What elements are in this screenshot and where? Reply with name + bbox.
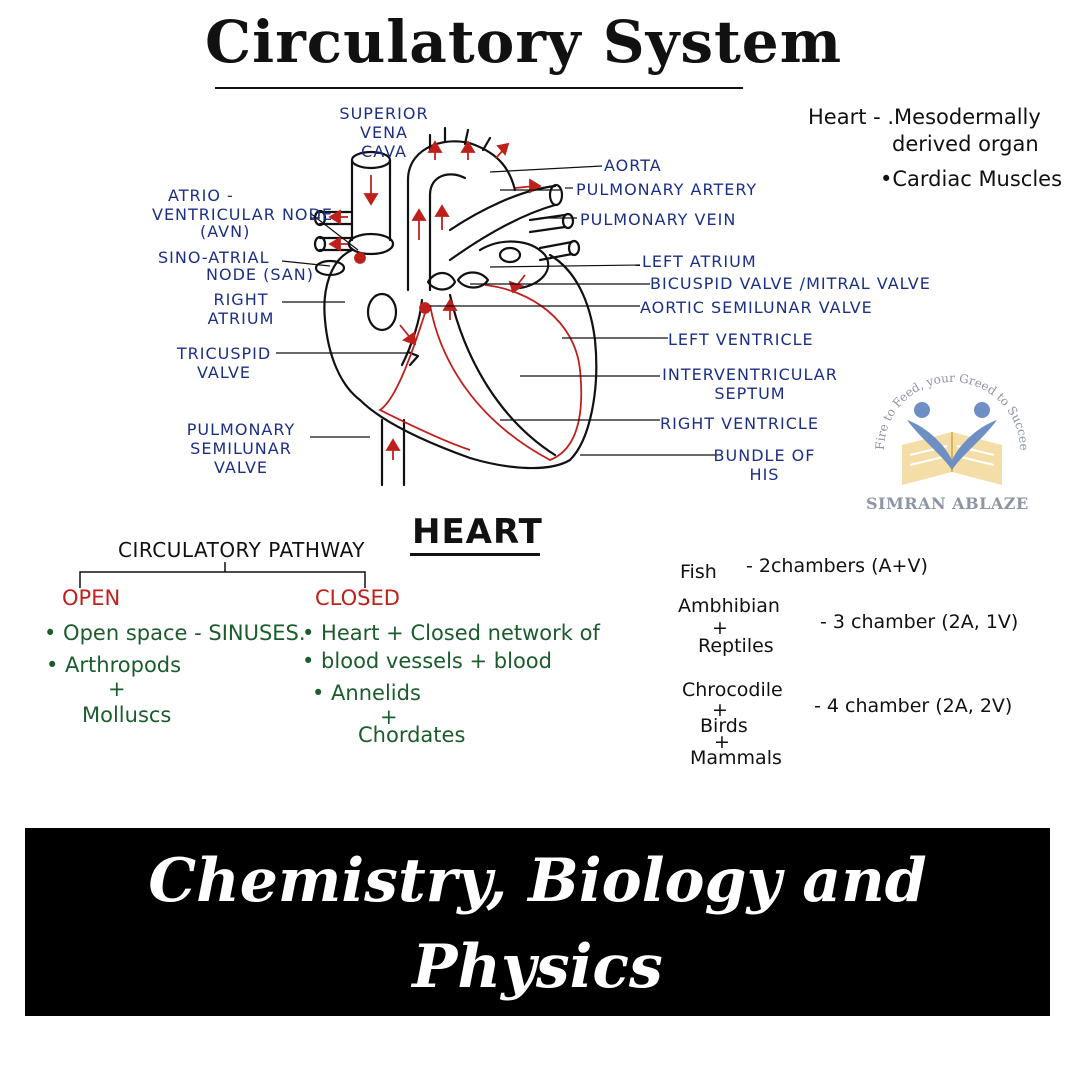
label-avn-1: ATRIO - (168, 186, 234, 205)
chamber-crocodile-value: - 4 chamber (2A, 2V) (814, 695, 1013, 717)
label-right-ventricle: RIGHT VENTRICLE (660, 414, 819, 433)
title-underline (215, 87, 743, 89)
banner-line-2: Physics (412, 932, 663, 1002)
label-aorta: AORTA (604, 156, 662, 175)
bundle-of-his-lines (378, 284, 583, 461)
heart-caption: HEART (412, 512, 543, 552)
label-superior-vena-cava: SUPERIOR VENA CAVA (339, 104, 429, 161)
note-cardiac-muscles: •Cardiac Muscles (880, 167, 1063, 191)
label-avn-2: VENTRICULAR NODE (152, 205, 333, 224)
pathway-branches (79, 562, 366, 588)
chamber-plus-3: + (714, 731, 730, 753)
open-item-sinuses: • Open space - SINUSES. (44, 621, 306, 645)
heart-diagram (310, 126, 598, 487)
label-pulmonary-semilunar-valve: PULMONARY SEMILUNAR VALVE (186, 420, 296, 477)
pathway-closed-label: CLOSED (315, 586, 400, 610)
note-mesodermal: Heart - .Mesodermally (808, 105, 1041, 129)
leader-lines (310, 189, 560, 219)
chamber-amphibian: Ambhibian (678, 595, 780, 617)
chamber-mammals: Mammals (690, 747, 782, 769)
label-bicuspid-valve: BICUSPID VALVE /MITRAL VALVE (650, 274, 931, 293)
logo-book-icon (902, 432, 1002, 485)
label-left-atrium: LEFT ATRIUM (642, 252, 757, 271)
chamber-birds: Birds (700, 715, 748, 737)
chamber-plus-2: + (712, 699, 728, 721)
closed-item-plus: + (380, 705, 398, 729)
open-item-arthropods: • Arthropods (46, 653, 182, 677)
simran-ablaze-logo: Fire to Feed, your Greed to Succeed (862, 350, 1031, 485)
label-left-ventricle: LEFT VENTRICLE (668, 330, 814, 349)
note-derived-organ: derived organ (892, 132, 1039, 156)
heart-caption-underline (410, 553, 540, 556)
label-pulmonary-artery: PULMONARY ARTERY (576, 180, 758, 199)
chamber-plus-1: + (712, 617, 728, 639)
closed-item-heart: • Heart + Closed network of (302, 621, 600, 645)
chamber-reptiles: Reptiles (698, 635, 774, 657)
label-right-atrium: RIGHT ATRIUM (207, 290, 275, 328)
label-san-1: SINO-ATRIAL (158, 248, 270, 267)
label-leader-lines (276, 165, 715, 456)
label-tricuspid-valve: TRICUSPID VALVE (176, 344, 272, 382)
label-interventricular-septum: INTERVENTRICULAR SEPTUM (662, 365, 838, 403)
chamber-amphibian-value: - 3 chamber (2A, 1V) (820, 611, 1019, 633)
closed-item-blood-vessels: • blood vessels + blood (302, 649, 552, 673)
label-san-2: NODE (SAN) (206, 265, 314, 284)
page-title: Circulatory System (205, 8, 843, 76)
open-item-plus: + (108, 677, 126, 701)
label-avn-3: (AVN) (200, 222, 251, 241)
label-aortic-semilunar-valve: AORTIC SEMILUNAR VALVE (640, 298, 873, 317)
label-bundle-of-his: BUNDLE OF HIS (713, 446, 816, 484)
label-pulmonary-vein: PULMONARY VEIN (580, 210, 737, 229)
open-item-molluscs: Molluscs (82, 703, 172, 727)
banner-line-1: Chemistry, Biology and (148, 846, 927, 916)
chamber-fish: Fish (680, 561, 717, 583)
pathway-heading: CIRCULATORY PATHWAY (118, 538, 365, 562)
chamber-crocodile: Chrocodile (682, 679, 783, 701)
pathway-open-label: OPEN (62, 586, 121, 610)
logo-people-icon (907, 402, 997, 470)
closed-item-annelids: • Annelids (312, 681, 421, 705)
logo-name: SIMRAN ABLAZE (866, 494, 1029, 513)
chamber-fish-value: - 2chambers (A+V) (746, 555, 928, 577)
blood-flow-arrows (328, 140, 542, 460)
closed-item-chordates: Chordates (358, 723, 466, 747)
subject-banner (25, 828, 1050, 1016)
